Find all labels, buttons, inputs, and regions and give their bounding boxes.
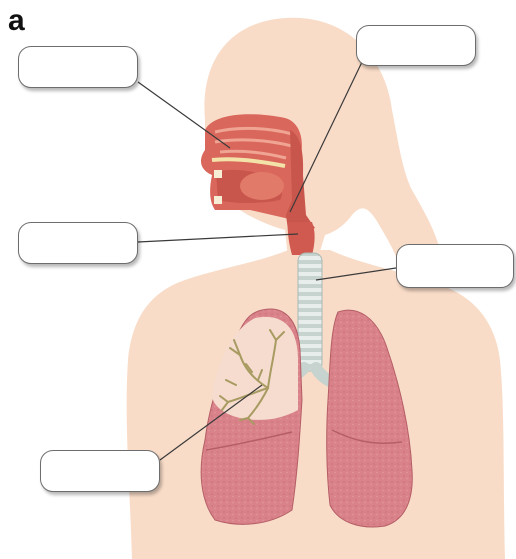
label-box-larynx[interactable] [18, 222, 138, 264]
label-box-pharynx[interactable] [356, 25, 476, 66]
larynx [288, 222, 315, 255]
tongue [240, 172, 284, 200]
leader-line-3 [138, 234, 298, 242]
panel-letter: a [8, 6, 25, 36]
label-box-bronchi[interactable] [40, 450, 160, 492]
label-box-nasal-cavity[interactable] [18, 46, 138, 88]
label-box-trachea[interactable] [396, 244, 514, 288]
trachea [298, 253, 322, 371]
